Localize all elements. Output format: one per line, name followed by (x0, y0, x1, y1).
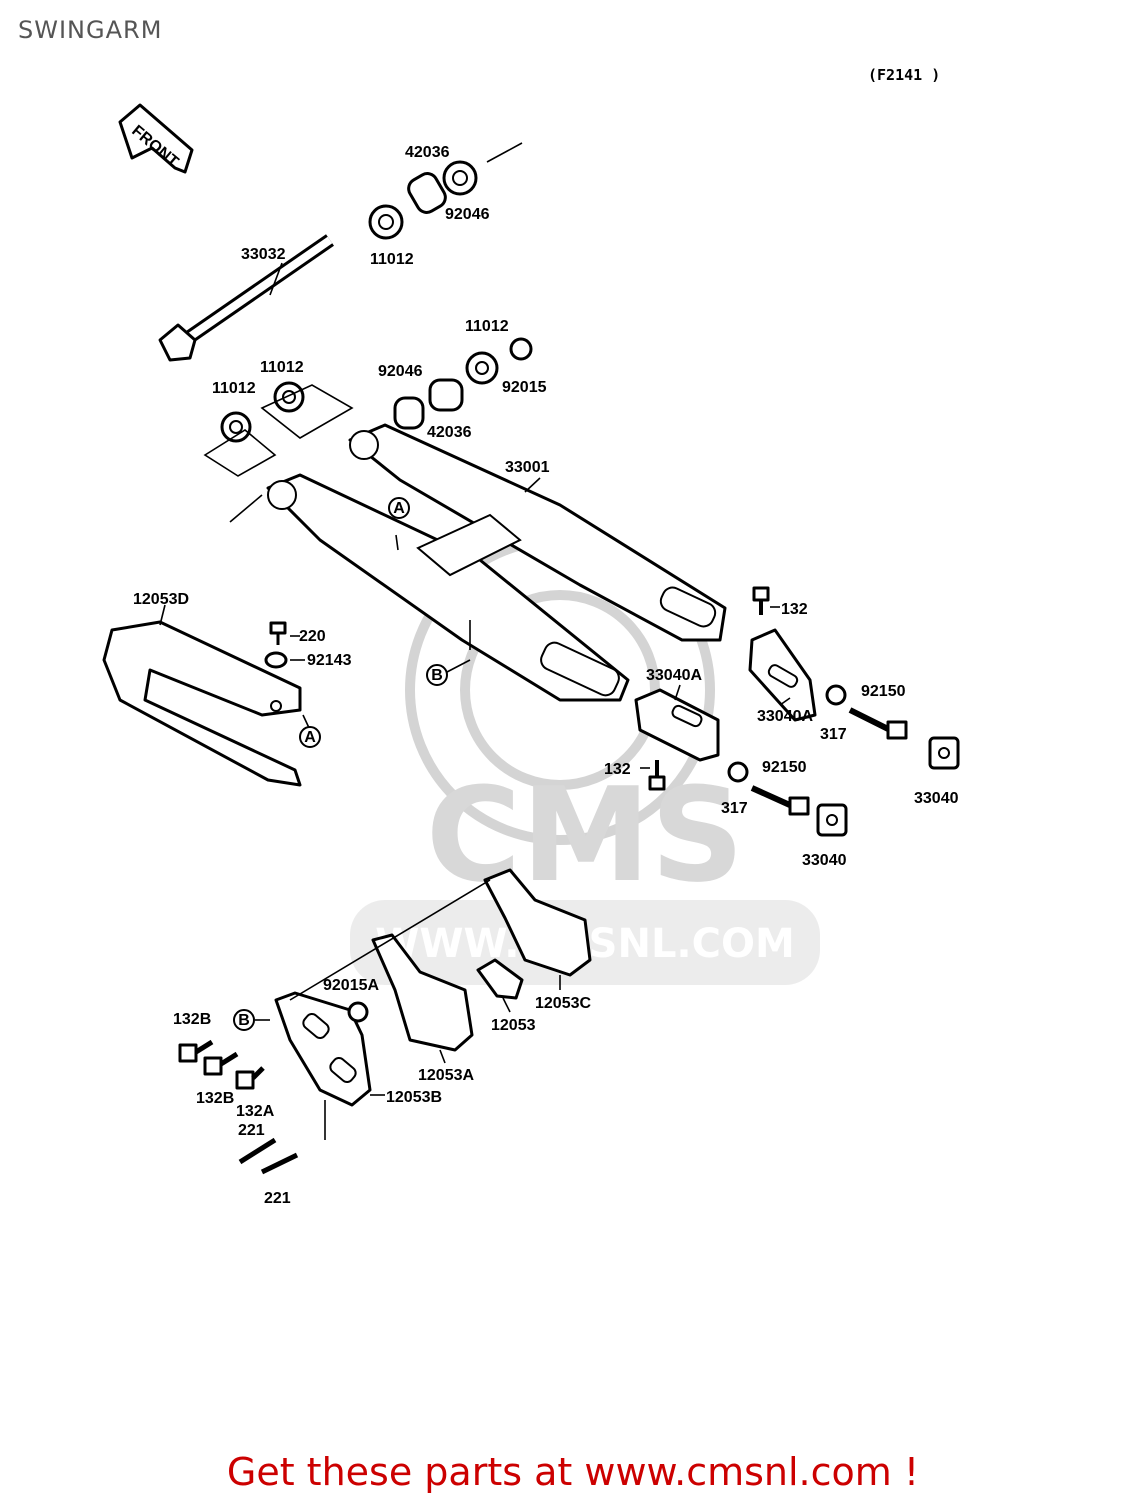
label-12053A: 12053A (418, 1067, 474, 1084)
label-317-a: 317 (820, 726, 847, 743)
label-33040-a: 33040 (914, 790, 959, 807)
label-92143: 92143 (307, 652, 352, 669)
bearing-11012-right (465, 351, 499, 385)
bolt-132B-b (203, 1051, 239, 1076)
bolt-220 (269, 621, 287, 645)
label-33040A-a: 33040A (646, 667, 702, 684)
label-11012-d: 11012 (212, 380, 256, 397)
label-132-mid: 132 (604, 761, 631, 778)
bearing-11012-top (368, 204, 404, 240)
bolt-132B-a (178, 1039, 214, 1063)
plate-33040-right (928, 736, 960, 770)
part-labels: 42036 92046 33032 11012 11012 11012 1101… (133, 144, 959, 1207)
nut-92015 (509, 337, 533, 361)
bolt-221-a (238, 1137, 277, 1165)
label-92150-a: 92150 (861, 683, 906, 700)
label-12053C: 12053C (535, 995, 591, 1012)
label-92046-top: 92046 (445, 206, 490, 223)
chain-guide-12053 (476, 958, 524, 1000)
label-33032: 33032 (241, 246, 286, 263)
label-92046-mid: 92046 (378, 363, 423, 380)
label-12053: 12053 (491, 1017, 536, 1034)
label-132B-a: 132B (173, 1011, 211, 1028)
svg-text:B: B (431, 667, 443, 684)
label-92150-b: 92150 (762, 759, 807, 776)
figure-code: (F2141 ) (868, 66, 940, 84)
bolt-92150-left (750, 785, 810, 816)
bolt-132A (235, 1066, 265, 1090)
callout-b-1: B (426, 664, 448, 686)
label-11012-c: 11012 (260, 359, 304, 376)
label-92015: 92015 (502, 379, 547, 396)
sleeve-92046-mid (393, 396, 425, 430)
pivot-shaft-33032 (158, 234, 334, 362)
shop-link[interactable]: Get these parts at www.cmsnl.com ! (226, 1450, 920, 1494)
label-33040-b: 33040 (802, 852, 847, 869)
adjuster-33040A-right (748, 628, 817, 722)
label-42036-top: 42036 (405, 144, 450, 161)
label-221-a: 221 (238, 1122, 265, 1139)
svg-text:B: B (238, 1012, 250, 1029)
bolt-92150-right (848, 707, 908, 740)
cms-watermark: CMS WWW.CMSNL.COM (350, 535, 820, 985)
nut-92015A (347, 1001, 369, 1023)
leader-lines (159, 142, 791, 1140)
chain-guide-12053C (483, 868, 592, 977)
nut-317-left (727, 761, 749, 783)
bolt-132-mid (648, 760, 666, 791)
label-132-top: 132 (781, 601, 808, 618)
bushing-42036-top (407, 172, 447, 214)
label-12053D: 12053D (133, 591, 189, 608)
chain-guide-12053A (371, 933, 474, 1052)
label-12053B: 12053B (386, 1089, 442, 1106)
bolt-221-b (260, 1152, 299, 1175)
label-132B-b: 132B (196, 1090, 234, 1107)
page-title: SWINGARM (18, 16, 163, 44)
bolt-132-top (752, 586, 770, 615)
label-220: 220 (299, 628, 326, 645)
label-317-b: 317 (721, 800, 748, 817)
label-11012-a: 11012 (370, 251, 414, 268)
washer-92143 (264, 651, 288, 669)
plate-33040-left (816, 803, 848, 837)
label-33001: 33001 (505, 459, 550, 476)
chain-guide-12053B (274, 991, 372, 1107)
svg-text:A: A (304, 729, 316, 746)
callout-a-2: A (299, 726, 321, 748)
bearing-11012-left-b (220, 411, 252, 443)
svg-text:A: A (393, 500, 405, 517)
watermark-logo: CMS (426, 759, 744, 911)
label-11012-b: 11012 (465, 318, 509, 335)
front-arrow-icon: FRONT (118, 103, 194, 174)
bearing-11012-left-a (273, 381, 305, 413)
label-33040A-b: 33040A (757, 708, 813, 725)
callout-b-2: B (233, 1009, 255, 1031)
bushing-42036-mid (428, 378, 464, 412)
nut-317-right (825, 684, 847, 706)
adjuster-33040A-left (634, 688, 720, 762)
sleeve-92046-top (442, 160, 478, 196)
swingarm-33001 (266, 423, 727, 702)
label-42036-mid: 42036 (427, 424, 472, 441)
label-221-b: 221 (264, 1190, 291, 1207)
label-132A: 132A (236, 1103, 275, 1120)
label-92015A: 92015A (323, 977, 379, 994)
chain-slider-12053D (102, 620, 302, 787)
callout-a-1: A (388, 497, 410, 519)
